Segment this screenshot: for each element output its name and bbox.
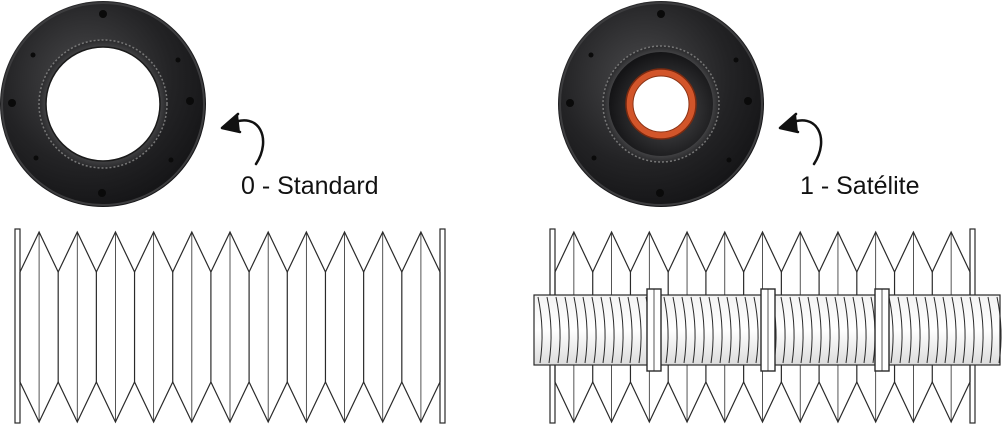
screw-thread — [987, 296, 993, 364]
screw-thread — [906, 296, 912, 364]
screw-thread — [780, 296, 786, 364]
screw-thread — [735, 296, 741, 364]
screw-thread — [996, 296, 1002, 364]
screw-thread — [591, 296, 597, 364]
screw-thread — [699, 296, 705, 364]
variant-label-standard: 0 - Standard — [241, 172, 379, 200]
screw-thread — [690, 296, 696, 364]
screw-thread — [582, 296, 588, 364]
screw-thread — [897, 296, 903, 364]
screw-thread — [744, 296, 750, 364]
screw-thread — [627, 296, 633, 364]
screw-thread — [789, 296, 795, 364]
screw-thread — [717, 296, 723, 364]
screw-thread — [753, 296, 759, 364]
screw-thread — [807, 296, 813, 364]
screw-thread — [951, 296, 957, 364]
screw-thread — [726, 296, 732, 364]
screw-thread — [825, 296, 831, 364]
screw-thread — [609, 296, 615, 364]
screw-thread — [933, 296, 939, 364]
screw-thread — [915, 296, 921, 364]
screw-thread — [960, 296, 966, 364]
screw-thread — [978, 296, 984, 364]
screw-thread — [852, 296, 858, 364]
screw-thread — [573, 296, 579, 364]
screw-thread — [546, 296, 552, 364]
screw-thread — [798, 296, 804, 364]
screw-thread — [537, 296, 543, 364]
screw-thread — [708, 296, 714, 364]
screw-thread — [636, 296, 642, 364]
variant-label-satelite: 1 - Satélite — [800, 172, 920, 200]
screw-thread — [816, 296, 822, 364]
standard-flange-photo — [0, 1, 206, 207]
screw-thread — [672, 296, 678, 364]
screw-thread — [600, 296, 606, 364]
curved-arrow-icon — [778, 112, 823, 166]
satellite-bellows-drawing — [533, 228, 1002, 424]
screw-thread — [924, 296, 930, 364]
bolt-holes — [566, 10, 752, 197]
satellite-flange-photo — [558, 1, 764, 207]
bolt-holes — [8, 10, 194, 197]
screw-thread — [969, 296, 975, 364]
screw-thread — [555, 296, 561, 364]
screw-thread — [681, 296, 687, 364]
screw-thread — [663, 296, 669, 364]
curved-arrow-icon — [220, 112, 265, 166]
screw-thread — [834, 296, 840, 364]
screw-thread — [843, 296, 849, 364]
screw-thread — [861, 296, 867, 364]
lead-screw — [533, 288, 1002, 372]
screw-thread — [888, 296, 894, 364]
screw-thread — [564, 296, 570, 364]
screw-thread — [942, 296, 948, 364]
standard-bellows-drawing — [14, 228, 446, 424]
screw-thread — [618, 296, 624, 364]
